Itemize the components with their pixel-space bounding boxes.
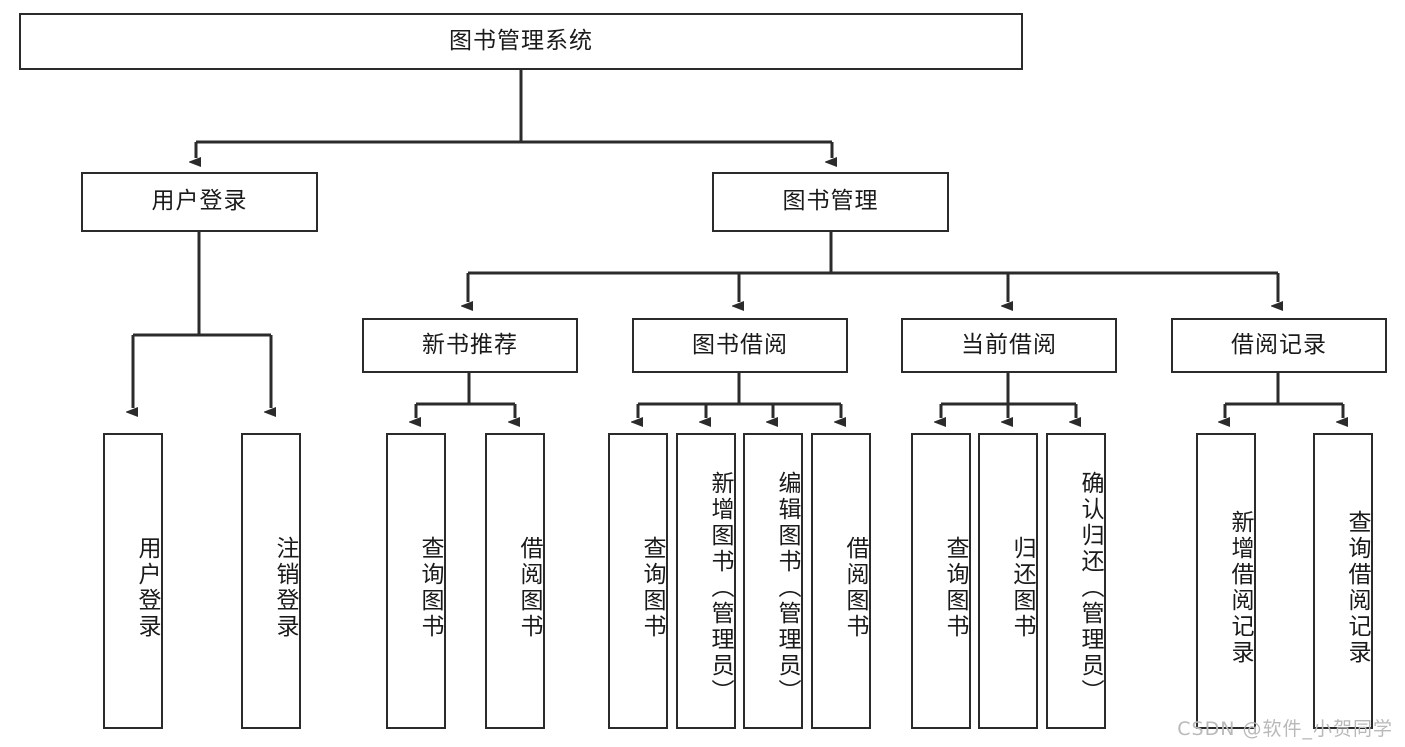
- leaf-query-book-borrow[interactable]: 查询图书: [608, 433, 668, 729]
- node-label: 新增图书（管理员）: [707, 471, 733, 705]
- leaf-query-book-current[interactable]: 查询图书: [911, 433, 971, 729]
- node-current-borrow[interactable]: 当前借阅: [901, 318, 1117, 373]
- node-label: 确认归还（管理员）: [1077, 471, 1103, 705]
- node-root-system[interactable]: 图书管理系统: [19, 13, 1023, 70]
- node-book-borrow[interactable]: 图书借阅: [632, 318, 848, 373]
- leaf-user-login[interactable]: 用户登录: [103, 433, 163, 729]
- node-book-manage[interactable]: 图书管理: [712, 172, 949, 232]
- leaf-query-borrow-record[interactable]: 查询借阅记录: [1313, 433, 1373, 729]
- node-label: 用户登录: [151, 188, 248, 215]
- node-label: 归还图书: [1009, 536, 1035, 640]
- leaf-add-borrow-record[interactable]: 新增借阅记录: [1196, 433, 1256, 729]
- leaf-confirm-return-admin[interactable]: 确认归还（管理员）: [1046, 433, 1106, 729]
- node-label: 图书借阅: [692, 331, 788, 358]
- node-label: 查询图书: [417, 536, 443, 640]
- node-borrow-record[interactable]: 借阅记录: [1171, 318, 1387, 373]
- node-label: 新增借阅记录: [1227, 510, 1253, 666]
- leaf-borrow-book[interactable]: 借阅图书: [811, 433, 871, 729]
- node-label: 当前借阅: [961, 331, 1057, 358]
- leaf-return-book[interactable]: 归还图书: [978, 433, 1038, 729]
- node-label: 注销登录: [272, 536, 298, 640]
- leaf-query-book-recommend[interactable]: 查询图书: [386, 433, 446, 729]
- node-label: 借阅图书: [842, 536, 868, 640]
- leaf-borrow-book-recommend[interactable]: 借阅图书: [485, 433, 545, 729]
- node-label: 新书推荐: [422, 331, 518, 358]
- node-label: 用户登录: [134, 536, 160, 640]
- node-user-login[interactable]: 用户登录: [81, 172, 318, 232]
- leaf-add-book-admin[interactable]: 新增图书（管理员）: [676, 433, 736, 729]
- node-label: 编辑图书（管理员）: [774, 471, 800, 705]
- node-label: 查询图书: [942, 536, 968, 640]
- node-label: 查询借阅记录: [1344, 510, 1370, 666]
- node-label: 图书管理系统: [449, 27, 593, 54]
- node-label: 借阅图书: [516, 536, 542, 640]
- leaf-logout[interactable]: 注销登录: [241, 433, 301, 729]
- leaf-edit-book-admin[interactable]: 编辑图书（管理员）: [743, 433, 803, 729]
- node-label: 借阅记录: [1231, 331, 1327, 358]
- node-label: 图书管理: [782, 188, 879, 215]
- node-new-book-recommend[interactable]: 新书推荐: [362, 318, 578, 373]
- node-label: 查询图书: [639, 536, 665, 640]
